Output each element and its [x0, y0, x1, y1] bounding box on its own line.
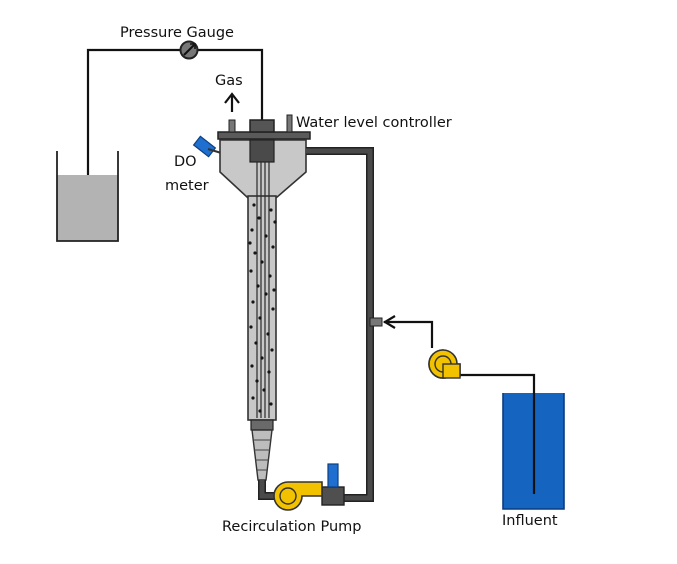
biomass-granules — [248, 203, 277, 413]
gas-label: Gas — [215, 73, 243, 89]
inlet-cone-ribs — [253, 439, 271, 471]
recirculation-probe — [327, 463, 339, 488]
recirculation-pump-icon — [273, 481, 323, 511]
reactor-bottom-connector — [250, 419, 274, 431]
pressure-gauge-label: Pressure Gauge — [120, 25, 234, 41]
recirculation-valve-body — [321, 486, 345, 506]
do-meter-label-line2: meter — [165, 178, 209, 194]
influent-pump-icon — [428, 349, 461, 379]
recirculation-pipe — [258, 147, 374, 502]
recirculation-pump-label: Recirculation Pump — [222, 519, 361, 535]
reactor-inlet-cone — [251, 429, 273, 481]
gas-collection-tank — [56, 151, 119, 242]
reactor-cap — [249, 119, 275, 133]
reactor-inner-cap — [249, 139, 275, 163]
influent-inlet-port — [369, 317, 383, 327]
influent-tank — [502, 393, 565, 510]
pressure-gauge-icon — [179, 40, 199, 60]
gas-outlet-port — [228, 119, 236, 133]
reactor-top-plate — [217, 131, 311, 140]
gas-outlet-arrow-icon — [224, 92, 240, 112]
influent-label: Influent — [502, 513, 558, 529]
do-meter-label-line1: DO — [174, 154, 197, 170]
water-level-controller-label: Water level controller — [296, 115, 452, 131]
water-level-controller — [286, 114, 293, 133]
